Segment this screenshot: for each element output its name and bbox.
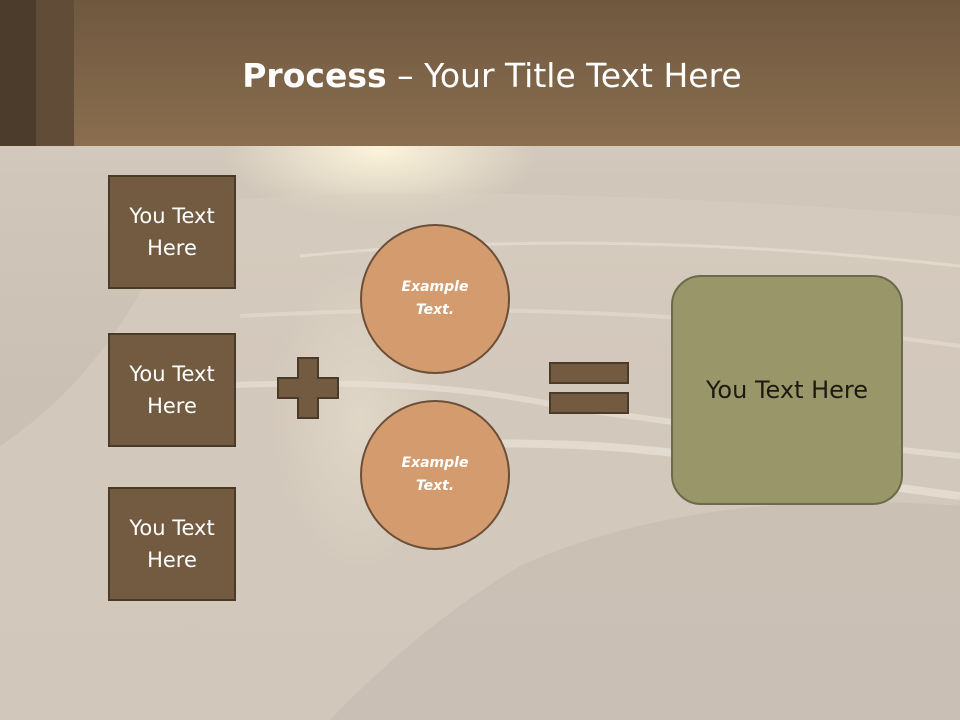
text-box-1-line2: Here <box>147 236 197 260</box>
result-box: You Text Here <box>671 275 903 505</box>
result-text: You Text Here <box>705 376 869 404</box>
text-box-2-line1: You Text <box>129 362 215 386</box>
header-accent <box>36 0 74 146</box>
equals-icon <box>549 362 629 414</box>
example-circle-2-line2: Text. <box>415 478 455 494</box>
title-bold: Process <box>242 56 387 95</box>
text-box-2-line2: Here <box>147 394 197 418</box>
title-rest: – Your Title Text Here <box>386 56 742 95</box>
text-box-3-line1: You Text <box>129 516 215 540</box>
example-circle-1-line1: Example <box>401 279 469 295</box>
text-box-1-line1: You Text <box>129 204 215 228</box>
text-box-3-line2: Here <box>147 548 197 572</box>
example-circle-1-line2: Text. <box>415 302 455 318</box>
header-bar: Process – Your Title Text Here <box>0 0 960 146</box>
slide-title: Process – Your Title Text Here <box>0 56 960 96</box>
example-circle-2-line1: Example <box>401 455 469 471</box>
header-accent-dark <box>0 0 36 146</box>
plus-icon <box>277 357 339 419</box>
